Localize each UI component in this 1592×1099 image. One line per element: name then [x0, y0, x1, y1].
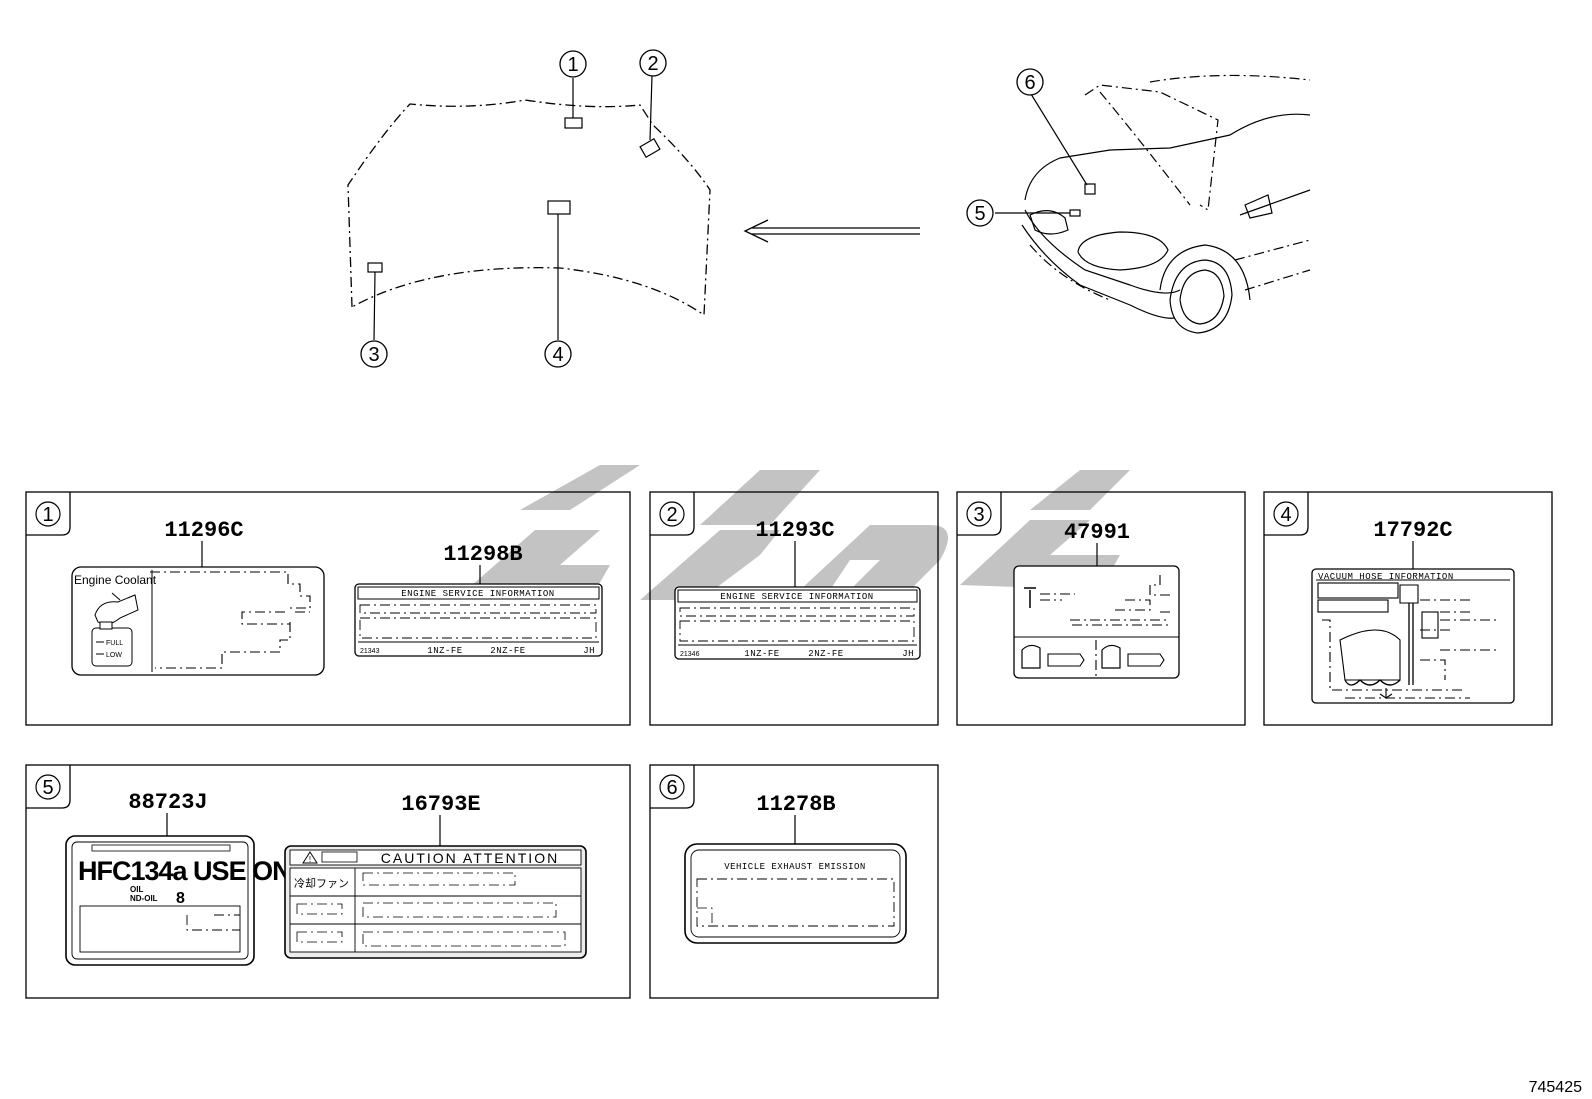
part-number-11293C: 11293C [755, 518, 834, 543]
svg-text:VACUUM HOSE INFORMATION: VACUUM HOSE INFORMATION [1318, 572, 1454, 582]
panel-callout-2: 2 [659, 501, 685, 527]
coolant-label-title: Engine Coolant [74, 573, 157, 587]
part-number-11298B: 11298B [443, 542, 522, 567]
svg-text:ENGINE SERVICE INFORMATION: ENGINE SERVICE INFORMATION [401, 589, 554, 599]
engine-service-label-2: ENGINE SERVICE INFORMATION 21346 1NZ-FE … [674, 586, 921, 660]
watermark-logo [455, 465, 1130, 600]
coolant-level-low: LOW [106, 652, 122, 659]
hfc134a-use-only: HFC134a USE ONLY [78, 856, 322, 886]
svg-text:21343: 21343 [360, 648, 380, 655]
svg-text:4: 4 [1280, 504, 1291, 526]
part-number-88723J: 88723J [128, 790, 207, 815]
hood-label-locations [367, 117, 661, 273]
svg-text:1NZ-FE: 1NZ-FE [427, 646, 462, 656]
panel-callout-1: 1 [35, 501, 61, 527]
part-number-17792C: 17792C [1373, 518, 1452, 543]
svg-text:4: 4 [552, 344, 563, 366]
svg-text:1: 1 [567, 54, 578, 76]
svg-text:5: 5 [974, 203, 985, 225]
engine-service-label-1: ENGINE SERVICE INFORMATION 21343 1NZ-FE … [354, 583, 603, 657]
caution-label: ! CAUTION ATTENTION 冷却ファン [284, 845, 587, 959]
direction-arrow [743, 219, 920, 243]
car-leader-lines [995, 93, 1088, 214]
panel-callout-3: 3 [966, 501, 992, 527]
svg-text:1: 1 [42, 504, 53, 526]
coolant-label: Engine Coolant FULL LOW [71, 566, 325, 676]
panel-frames [25, 491, 1553, 999]
vacuum-hose-label: VACUUM HOSE INFORMATION [1311, 568, 1515, 704]
callout-3-top: 3 [360, 340, 388, 368]
svg-text:JH: JH [583, 646, 595, 656]
svg-text:JH: JH [902, 649, 914, 659]
hood-leader-lines [373, 75, 653, 341]
svg-text:!: ! [309, 855, 311, 864]
svg-text:3: 3 [368, 344, 379, 366]
panel-callout-6: 6 [659, 774, 685, 800]
part-number-16793E: 16793E [401, 792, 480, 817]
svg-text:2NZ-FE: 2NZ-FE [490, 646, 525, 656]
panel-callout-5: 5 [35, 774, 61, 800]
callout-6-top: 6 [1016, 68, 1044, 96]
cooling-fan-text: 冷却ファン [294, 877, 349, 890]
refrigerant-label: HFC134a USE ONLY OIL ND-OIL 8 [65, 835, 323, 966]
svg-text:OIL: OIL [130, 885, 143, 894]
brake-info-label [1013, 565, 1180, 679]
part-number-11278B: 11278B [756, 792, 835, 817]
hood-outline [347, 99, 711, 317]
svg-text:5: 5 [42, 777, 53, 799]
svg-text:1NZ-FE: 1NZ-FE [744, 649, 779, 659]
callout-5-top: 5 [966, 199, 994, 227]
car-illustration [1021, 74, 1311, 334]
svg-text:6: 6 [1024, 72, 1035, 94]
callout-2-top: 2 [639, 49, 667, 77]
svg-text:VEHICLE EXHAUST EMISSION: VEHICLE EXHAUST EMISSION [724, 862, 866, 872]
callout-4-top: 4 [544, 340, 572, 368]
svg-text:2: 2 [666, 504, 677, 526]
coolant-level-full: FULL [106, 640, 123, 647]
svg-text:3: 3 [973, 504, 984, 526]
exhaust-emission-label: VEHICLE EXHAUST EMISSION [684, 843, 907, 944]
svg-text:21346: 21346 [680, 651, 700, 658]
svg-text:ENGINE SERVICE INFORMATION: ENGINE SERVICE INFORMATION [720, 592, 873, 602]
svg-text:ND-OIL: ND-OIL [130, 894, 158, 903]
callout-1-top: 1 [559, 50, 587, 78]
part-number-11296C: 11296C [164, 518, 243, 543]
svg-text:2: 2 [647, 53, 658, 75]
svg-text:8: 8 [176, 890, 185, 907]
diagram-id: 745425 [1529, 1079, 1582, 1096]
svg-text:6: 6 [666, 777, 677, 799]
caution-attention: CAUTION ATTENTION [381, 850, 559, 866]
part-number-47991: 47991 [1064, 520, 1130, 545]
svg-text:2NZ-FE: 2NZ-FE [808, 649, 843, 659]
panel-callout-4: 4 [1273, 501, 1299, 527]
